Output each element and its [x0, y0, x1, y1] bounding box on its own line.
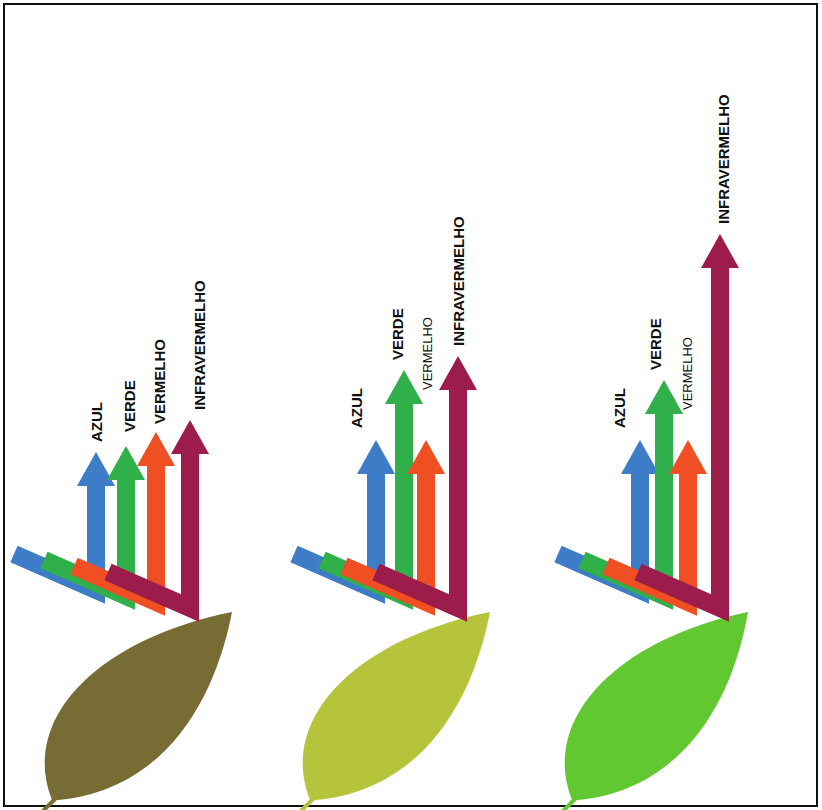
band-label: INFRAVERMELHO: [716, 94, 733, 224]
arrow-head: [77, 452, 115, 486]
arrow-head: [621, 440, 659, 474]
arrow-head: [701, 234, 739, 268]
frame: [4, 4, 817, 806]
arrow-head: [407, 440, 445, 474]
reflectance-arrows: [14, 234, 739, 608]
arrow-head: [669, 440, 707, 474]
light-band: [108, 450, 190, 608]
band-label: VERDE: [648, 318, 665, 370]
band-label: INFRAVERMELHO: [451, 216, 468, 346]
band-label: VERMELHO: [681, 337, 695, 410]
arrow-head: [357, 440, 395, 474]
band-label: VERMELHO: [421, 317, 435, 390]
arrow-head: [385, 370, 423, 404]
arrow-head: [439, 356, 477, 390]
leaf-green: [562, 612, 748, 810]
light-band: [638, 264, 720, 608]
band-label: VERDE: [390, 308, 407, 360]
band-label: VERDE: [122, 380, 139, 432]
band-label: AZUL: [349, 388, 366, 428]
light-band: [376, 386, 458, 608]
band-label: AZUL: [89, 402, 106, 442]
arrow-head: [645, 380, 683, 414]
band-label: VERMELHO: [152, 339, 169, 424]
arrow-head: [171, 420, 209, 454]
leaf-yellow-green: [300, 612, 490, 810]
band-label: INFRAVERMELHO: [192, 280, 209, 410]
leaf-brown: [42, 612, 232, 810]
band-label: AZUL: [612, 388, 629, 428]
arrow-head: [137, 432, 175, 466]
